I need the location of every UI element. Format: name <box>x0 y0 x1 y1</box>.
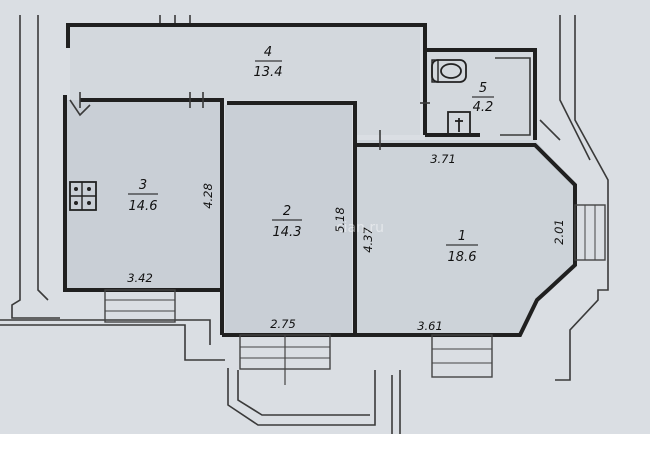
room-label-2: 2 14.3 <box>272 204 302 240</box>
dim-room2-right: 5.18 <box>333 207 347 233</box>
dim-room1-right: 2.01 <box>552 219 566 245</box>
apartment-walls <box>63 23 577 337</box>
adjacent-structure-left <box>0 15 225 361</box>
adjacent-structure-right <box>539 15 609 381</box>
balcony-room-2 <box>227 334 376 426</box>
door-marks <box>79 92 430 150</box>
room-area-3: 14.6 <box>129 199 158 214</box>
dim-room1-left: 4.37 <box>361 227 375 253</box>
room-label-3: 3 14.6 <box>128 178 158 214</box>
sink-icon <box>447 111 471 137</box>
stove-icon <box>69 181 97 211</box>
dim-room1-top: 3.71 <box>430 152 456 166</box>
window-room-3 <box>104 289 176 323</box>
room-area-1: 18.6 <box>448 250 477 265</box>
room-1-floor <box>355 140 575 333</box>
room-area-4: 13.4 <box>254 65 283 80</box>
room-area-5: 4.2 <box>473 100 494 115</box>
watermark: cian.ru <box>336 220 384 236</box>
room-number-3: 3 <box>139 178 147 193</box>
room-3-floor <box>67 100 220 290</box>
dim-room3-bottom: 3.42 <box>127 271 153 285</box>
toilet-icon <box>431 59 467 83</box>
room-number-1: 1 <box>458 229 466 244</box>
room-label-5: 5 4.2 <box>472 81 494 115</box>
room-area-2: 14.3 <box>273 225 302 240</box>
dim-room3-right: 4.28 <box>201 183 215 209</box>
room-label-1: 1 18.6 <box>446 229 478 265</box>
room-number-4: 4 <box>264 45 272 60</box>
room-5-floor <box>425 50 530 140</box>
window-room-1-right <box>574 204 606 261</box>
room-number-5: 5 <box>479 81 487 96</box>
room-number-2: 2 <box>283 204 291 219</box>
room-label-4: 4 13.4 <box>254 45 283 80</box>
photo-bottom-border <box>0 434 650 450</box>
room-4-floor <box>70 25 420 135</box>
room-2-floor <box>225 105 352 333</box>
window-room-1 <box>391 334 493 434</box>
dim-room1-bottom: 3.61 <box>417 319 443 333</box>
dim-room2-bottom: 2.75 <box>270 317 296 331</box>
room-3-door-swing <box>69 99 91 117</box>
